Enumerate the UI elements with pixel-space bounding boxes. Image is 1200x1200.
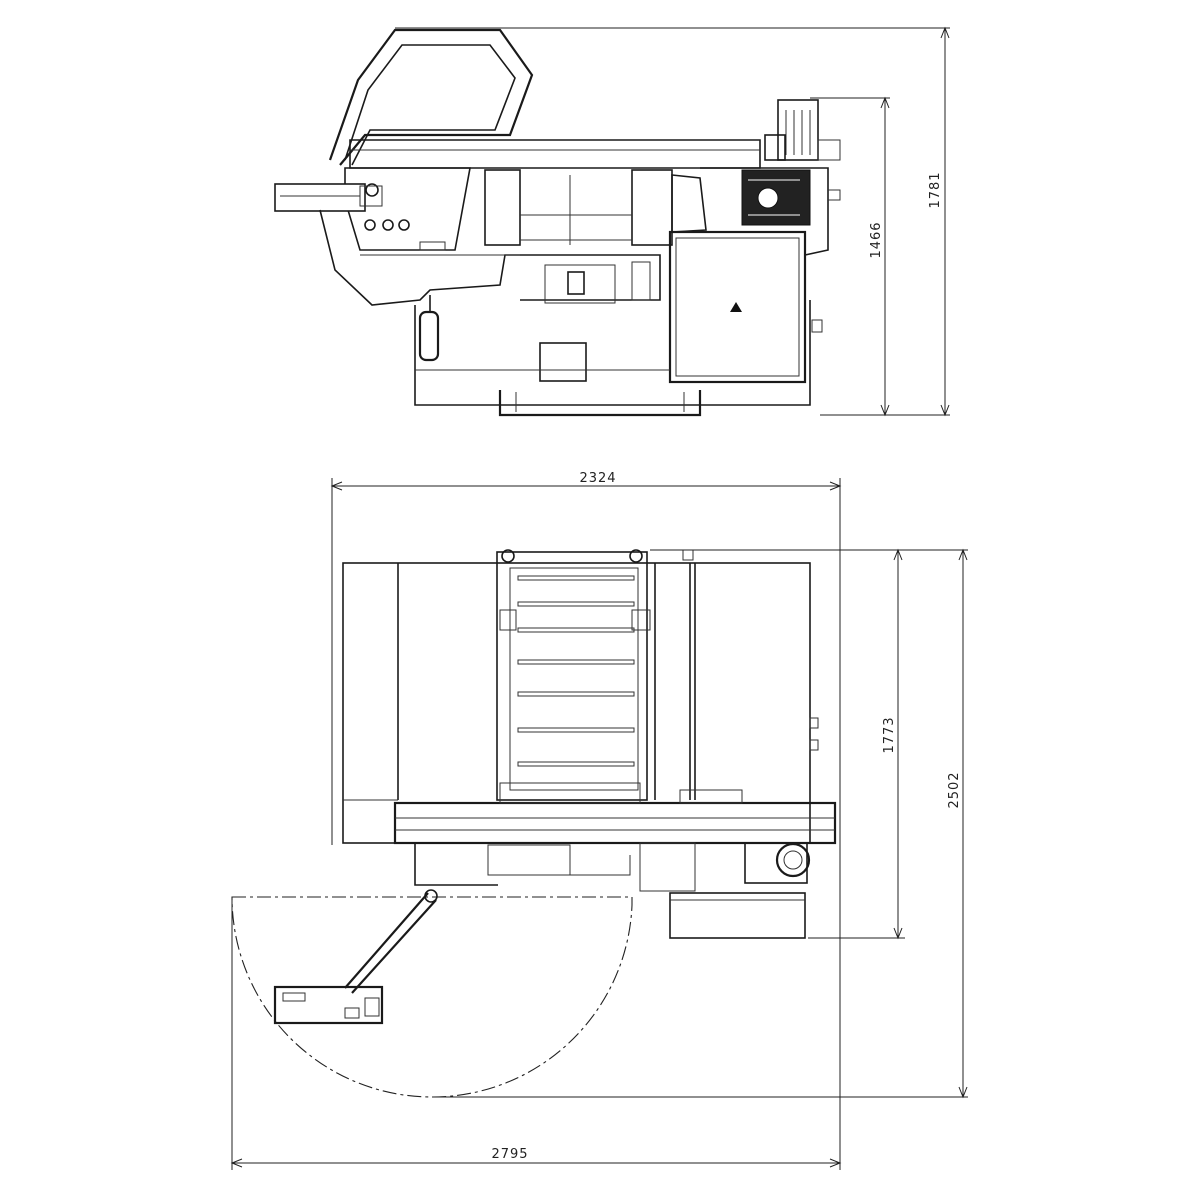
- material-support-arm: [274, 183, 366, 212]
- side-view: 1781 1466: [274, 26, 950, 417]
- dimension-label-2502: 2502: [947, 771, 962, 808]
- front-rail: [393, 801, 837, 845]
- dimension-label-2795: 2795: [491, 1147, 528, 1162]
- control-arm-swing-radius: [231, 896, 633, 1098]
- dimension-total-width: 2795: [230, 845, 842, 1170]
- top-view: 2324 1773 2502 2795: [230, 471, 968, 1170]
- base-cabinet: [414, 300, 811, 406]
- control-pendant-arm: [344, 892, 437, 994]
- machine-body-outline: [342, 562, 811, 844]
- dimension-label-1773: 1773: [882, 716, 897, 753]
- hydraulic-unit: [669, 892, 806, 939]
- base-access-panel: [539, 342, 587, 382]
- saw-arm: [349, 139, 761, 169]
- chip-door-panel: [668, 230, 807, 384]
- dimension-body-height: 1466: [810, 96, 890, 417]
- control-pendant: [273, 985, 384, 1025]
- motor-top: [744, 842, 808, 884]
- warning-triangle-icon: [730, 302, 742, 312]
- gearbox-small: [567, 271, 585, 295]
- blade-guard-frame: [328, 28, 534, 166]
- hydraulic-cylinder: [418, 310, 440, 362]
- base-feet: [498, 390, 702, 417]
- dimension-depth: 1773: [650, 548, 905, 940]
- blade-guard-inner: [344, 44, 516, 166]
- motor: [777, 99, 819, 161]
- dimension-label-1466: 1466: [869, 221, 884, 258]
- dimension-label-1781: 1781: [928, 171, 943, 208]
- control-knob: [365, 183, 379, 197]
- vise-jaw-left: [484, 169, 521, 246]
- dimension-total-depth: 2502: [432, 548, 968, 1099]
- saw-table: [496, 551, 648, 801]
- vise-jaw-right: [631, 169, 673, 246]
- dimension-label-2324: 2324: [579, 471, 616, 486]
- dimension-width: 2324: [330, 471, 842, 845]
- table-slats: [517, 575, 635, 767]
